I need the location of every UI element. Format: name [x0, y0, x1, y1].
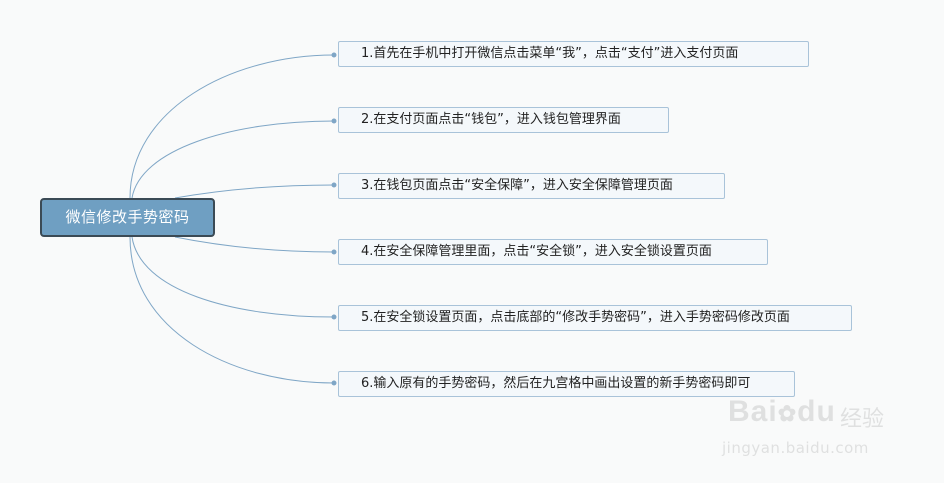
- watermark-cn: 经验: [840, 407, 885, 432]
- connector-dot-4: [331, 249, 337, 255]
- connector-dot-3: [331, 182, 337, 188]
- step-node-2[interactable]: 2.在支付页面点击“钱包”，进入钱包管理界面: [338, 107, 669, 133]
- baidu-jingyan-watermark: Bai✿du 经验 jingyan.baidu.com: [722, 395, 922, 470]
- connector-step-5: [131, 236, 335, 318]
- step-node-5[interactable]: 5.在安全锁设置页面，点击底部的“修改手势密码”，进入手势密码修改页面: [338, 305, 852, 331]
- connector-step-3: [174, 184, 335, 199]
- connector-dot-6: [331, 380, 337, 386]
- connector-dot-1: [331, 52, 337, 58]
- connector-dot-2: [331, 118, 337, 124]
- paw-icon: ✿: [777, 401, 798, 426]
- root-topic[interactable]: 微信修改手势密码: [40, 198, 215, 237]
- step-node-3[interactable]: 3.在钱包页面点击“安全保障”，进入安全保障管理页面: [338, 173, 725, 199]
- connector-step-1: [129, 54, 335, 199]
- step-node-4[interactable]: 4.在安全保障管理里面，点击“安全锁”，进入安全锁设置页面: [338, 239, 768, 265]
- connector-step-4: [174, 236, 335, 253]
- connector-step-6: [129, 236, 335, 384]
- watermark-brand: Bai✿du: [728, 395, 836, 429]
- watermark-brand-bai: Bai: [728, 395, 778, 428]
- connector-dot-5: [331, 314, 337, 320]
- step-node-1[interactable]: 1.首先在手机中打开微信点击菜单“我”，点击“支付”进入支付页面: [338, 41, 809, 67]
- watermark-url: jingyan.baidu.com: [722, 439, 869, 457]
- watermark-brand-du: du: [797, 395, 836, 428]
- connector-step-2: [131, 120, 335, 199]
- step-node-6[interactable]: 6.输入原有的手势密码，然后在九宫格中画出设置的新手势密码即可: [338, 371, 795, 397]
